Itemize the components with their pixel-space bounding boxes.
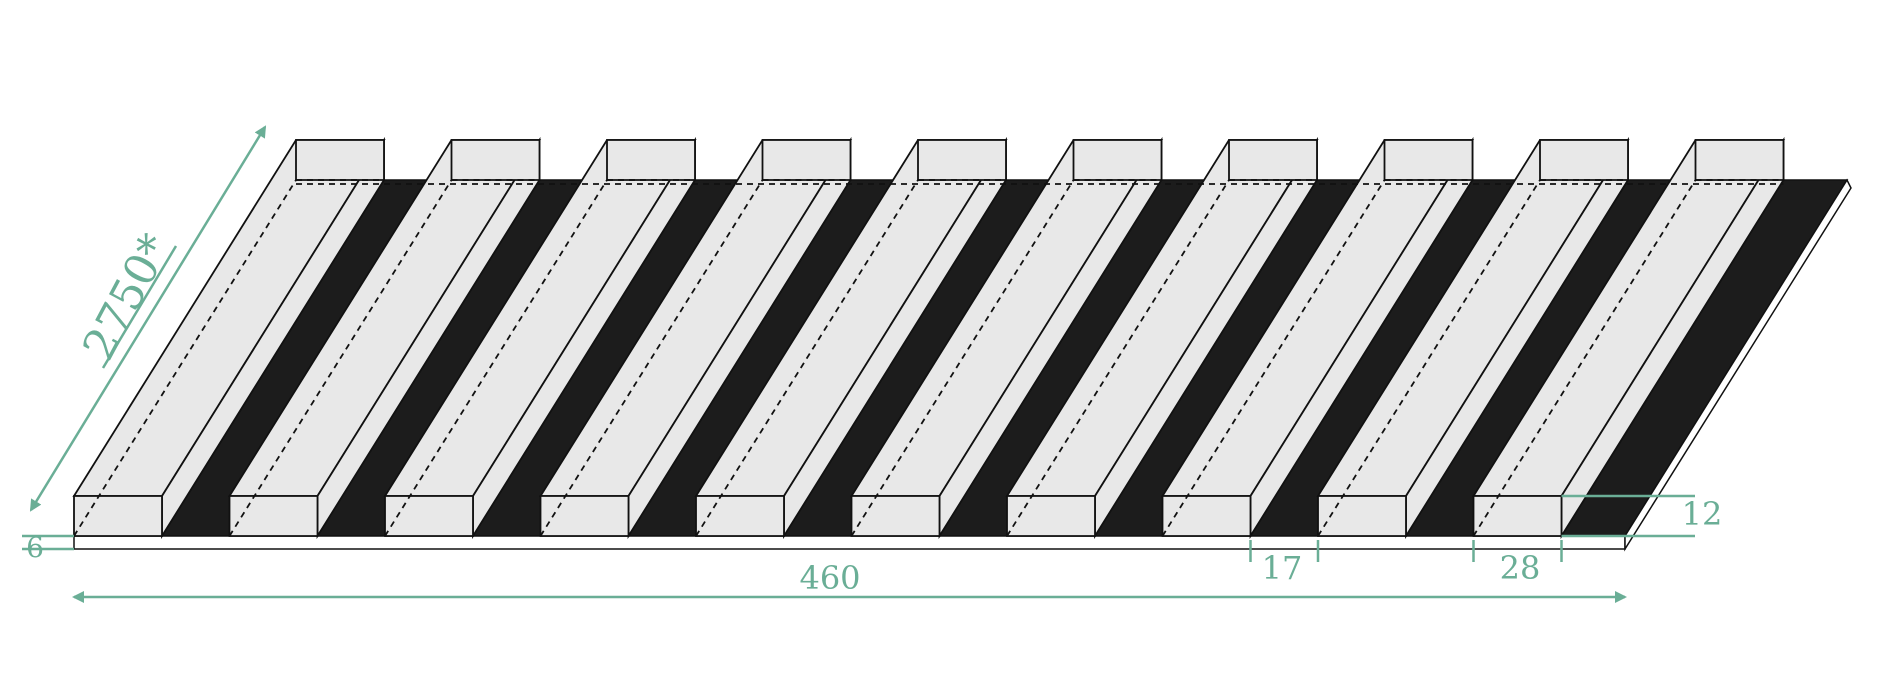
width-dimension-label: 460 <box>799 559 860 597</box>
base-board-front <box>73 535 1626 550</box>
slat <box>694 136 1008 540</box>
slat <box>538 136 853 540</box>
length-dimension-label: 2750* <box>73 226 181 368</box>
slat-back-end <box>1228 139 1318 181</box>
slat-hidden-edge <box>384 179 608 537</box>
length-label-underline <box>101 245 178 369</box>
slat-back-end <box>295 139 385 181</box>
length-dimension-arrow <box>29 125 267 512</box>
slat-front-face <box>850 495 941 537</box>
slat <box>227 136 542 540</box>
slat-hidden-edge <box>1317 179 1541 537</box>
slat-back-end <box>1539 139 1629 181</box>
slat-hidden-edge <box>850 179 1075 537</box>
slat-front-face <box>1006 495 1096 537</box>
slat-front-face <box>384 495 474 537</box>
slat-back-end <box>761 139 852 181</box>
base-thickness-dimension-label: 6 <box>26 531 44 564</box>
dimension-lines <box>22 125 1695 603</box>
slat-height-dimension-label: 12 <box>1682 495 1723 533</box>
slat <box>849 136 1164 540</box>
slat-front-face <box>695 495 785 537</box>
slat-width-dimension-label: 28 <box>1500 549 1541 587</box>
slat-back-end <box>1072 139 1163 181</box>
slat <box>1005 136 1319 540</box>
slat <box>1316 136 1630 540</box>
slat-hidden-edge <box>1472 179 1697 537</box>
slat <box>383 136 697 540</box>
slat <box>1160 136 1475 540</box>
slat-hidden-edge <box>1161 179 1386 537</box>
slat-hidden-edge <box>539 179 764 537</box>
slat-gap-dimension-label: 17 <box>1262 549 1303 587</box>
slat-back-end <box>606 139 696 181</box>
slat-hidden-edge <box>228 179 453 537</box>
base-board-side <box>1624 178 1852 552</box>
slat-back-end <box>450 139 541 181</box>
slat-hidden-edge <box>1006 179 1230 537</box>
slat-front-face <box>539 495 630 537</box>
slat-front-face <box>1161 495 1252 537</box>
slat-back-end <box>1383 139 1474 181</box>
slat-back-end <box>917 139 1007 181</box>
slat <box>1471 136 1786 540</box>
slat-front-face <box>1317 495 1407 537</box>
slat-hidden-edge <box>695 179 919 537</box>
slat-back-end <box>1694 139 1785 181</box>
